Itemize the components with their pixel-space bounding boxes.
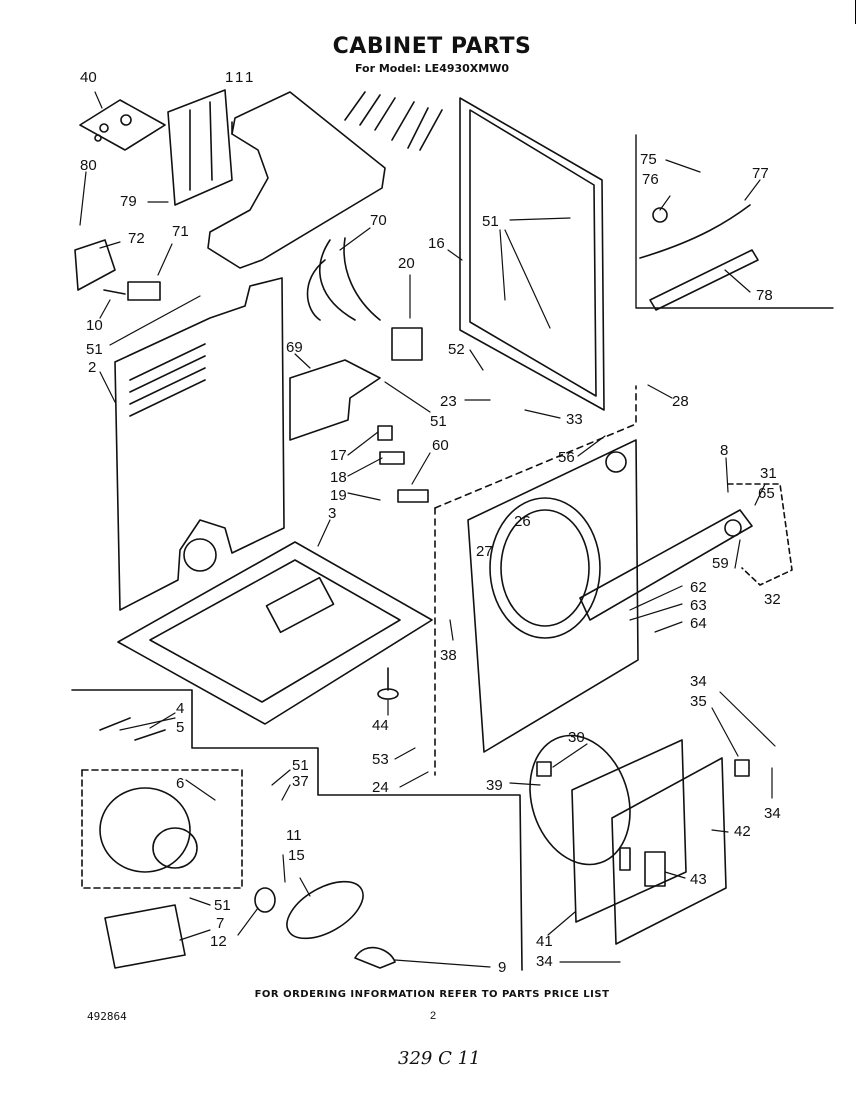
callout-59: 59 xyxy=(712,555,729,572)
callout-18: 18 xyxy=(330,469,347,486)
callout-1: 1 xyxy=(235,69,243,86)
callout-51: 51 xyxy=(86,341,103,358)
callout-76: 76 xyxy=(642,171,659,188)
callout-42: 42 xyxy=(734,823,751,840)
callout-16: 16 xyxy=(428,235,445,252)
callout-35: 35 xyxy=(690,693,707,710)
part-40-bracket xyxy=(79,99,166,151)
callout-12: 12 xyxy=(210,933,227,950)
callout-52: 52 xyxy=(448,341,465,358)
power-cord-box xyxy=(635,134,834,311)
callout-60: 60 xyxy=(432,437,449,454)
callout-39: 39 xyxy=(486,777,503,794)
rear-frame xyxy=(459,97,605,411)
scan-edge-line xyxy=(855,0,856,24)
callout-8: 8 xyxy=(720,442,728,459)
callout-51: 51 xyxy=(482,213,499,230)
callout-4: 4 xyxy=(176,700,184,717)
front-panel xyxy=(434,385,639,776)
callout-44: 44 xyxy=(372,717,389,734)
callout-10: 10 xyxy=(86,317,103,334)
callout-43: 43 xyxy=(690,871,707,888)
callout-63: 63 xyxy=(690,597,707,614)
callout-40: 40 xyxy=(80,69,97,86)
callout-1: 1 xyxy=(245,69,253,86)
callout-41: 41 xyxy=(536,933,553,950)
callout-labels: 40 1 1 1 80 79 72 71 10 51 2 70 16 20 51… xyxy=(80,69,781,976)
callout-71: 71 xyxy=(172,223,189,240)
door-assembly xyxy=(529,734,750,945)
callout-3: 3 xyxy=(328,505,336,522)
callout-9: 9 xyxy=(498,959,506,976)
handwritten-note: 329 C 11 xyxy=(398,1048,481,1069)
callout-26: 26 xyxy=(514,513,531,530)
callout-1: 1 xyxy=(225,69,233,86)
callout-51: 51 xyxy=(292,757,309,774)
callout-2: 2 xyxy=(88,359,96,376)
callout-51: 51 xyxy=(430,413,447,430)
page-number: 2 xyxy=(430,1010,437,1022)
console-panel xyxy=(579,509,753,621)
document-number: 492864 xyxy=(87,1010,127,1023)
part-32-group-box xyxy=(727,483,793,586)
part-71-72-bracket xyxy=(74,239,161,301)
callout-78: 78 xyxy=(756,287,773,304)
callout-69: 69 xyxy=(286,339,303,356)
callout-28: 28 xyxy=(672,393,689,410)
part-69-duct xyxy=(289,359,381,441)
parts-17-18-switch xyxy=(377,425,429,503)
callout-33: 33 xyxy=(566,411,583,428)
callout-65: 65 xyxy=(758,485,775,502)
callout-80: 80 xyxy=(80,157,97,174)
callout-17: 17 xyxy=(330,447,347,464)
callout-31: 31 xyxy=(760,465,777,482)
callout-7: 7 xyxy=(216,915,224,932)
base-frame xyxy=(117,541,433,725)
callout-38: 38 xyxy=(440,647,457,664)
callout-77: 77 xyxy=(752,165,769,182)
callout-30: 30 xyxy=(568,729,585,746)
rear-panel xyxy=(114,277,285,611)
callout-32: 32 xyxy=(764,591,781,608)
part-20-module xyxy=(391,327,423,361)
callout-24: 24 xyxy=(372,779,389,796)
callout-6: 6 xyxy=(176,775,184,792)
part-1-terminal-block xyxy=(167,89,233,206)
callout-5: 5 xyxy=(176,719,184,736)
callout-79: 79 xyxy=(120,193,137,210)
callout-75: 75 xyxy=(640,151,657,168)
callout-27: 27 xyxy=(476,543,493,560)
callout-23: 23 xyxy=(440,393,457,410)
callout-34: 34 xyxy=(690,673,707,690)
callout-72: 72 xyxy=(128,230,145,247)
callout-15: 15 xyxy=(288,847,305,864)
callout-56: 56 xyxy=(558,449,575,466)
callout-51: 51 xyxy=(214,897,231,914)
page-title: CABINET PARTS xyxy=(332,34,532,59)
motor-group xyxy=(71,689,523,971)
leader-lines xyxy=(79,91,776,968)
ordering-note: FOR ORDERING INFORMATION REFER TO PARTS … xyxy=(254,989,610,1000)
callout-53: 53 xyxy=(372,751,389,768)
callout-70: 70 xyxy=(370,212,387,229)
callout-11: 11 xyxy=(286,827,302,844)
top-panel xyxy=(207,91,443,269)
callout-19: 19 xyxy=(330,487,347,504)
callout-20: 20 xyxy=(398,255,415,272)
callout-34: 34 xyxy=(764,805,781,822)
callout-64: 64 xyxy=(690,615,707,632)
model-line: For Model: LE4930XMW0 xyxy=(354,62,510,75)
callout-62: 62 xyxy=(690,579,707,596)
callout-37: 37 xyxy=(292,773,309,790)
wiring-harness xyxy=(306,237,381,321)
callout-34: 34 xyxy=(536,953,553,970)
leveling-leg xyxy=(377,667,399,700)
